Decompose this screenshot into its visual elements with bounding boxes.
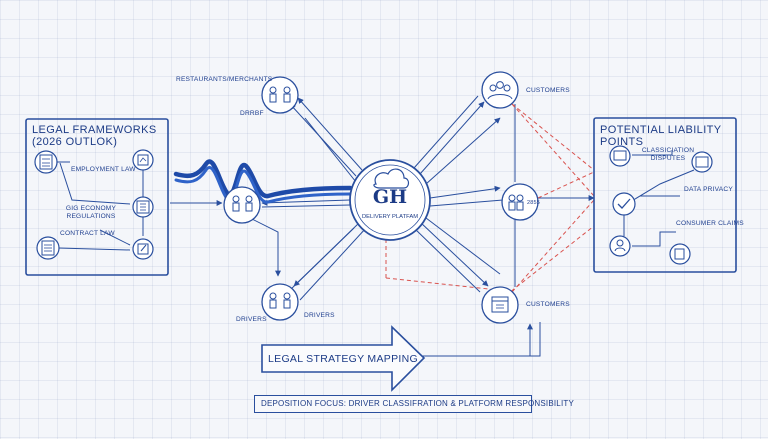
card-icon [691, 151, 713, 173]
claim-icon [669, 243, 691, 265]
legal-frameworks-panel [25, 118, 169, 276]
middle-right-label: 2855 [527, 200, 541, 206]
drivers-left-label: DRIVERS [236, 316, 267, 323]
chat-icon [609, 145, 631, 167]
document-icon [36, 236, 60, 260]
data-privacy-label: DATA PRIVACY [684, 186, 733, 193]
focus-label: DEPOSITION FOCUS: DRIVER CLASSIFRATION &… [261, 399, 574, 408]
hub-logo: GH [372, 186, 408, 208]
building-icon [132, 196, 154, 218]
employment-law-label: EMPLOYMENT LAW [71, 166, 136, 173]
focus-box: DEPOSITION FOCUS: DRIVER CLASSIFRATION &… [254, 395, 574, 413]
calculator-icon [34, 150, 58, 174]
drivers-node [261, 283, 299, 321]
cloud-icon [373, 168, 410, 189]
hub-circle [349, 159, 431, 241]
right-panel-connectors [623, 150, 695, 247]
restaurants-node [261, 76, 299, 114]
chart-icon [132, 149, 154, 171]
person-icon [609, 235, 631, 257]
hub-subtitle: DELIVERY PLATFAM [361, 214, 419, 220]
classification-label: CLASSICIATION DISPUTES [641, 147, 695, 162]
consumer-claims-label: CONSUMER CLAIMS [676, 220, 744, 227]
left-person-node [223, 186, 261, 224]
strategy-arrow [261, 325, 426, 392]
customers-bottom-label: CUSTOMERS [526, 301, 570, 308]
left-panel-connectors [56, 161, 144, 251]
connectors [170, 95, 595, 357]
legal-frameworks-title: LEGAL FRAMEWORKS (2026 OUTLOK) [32, 124, 157, 148]
restaurants-sublabel: DRRBF [240, 110, 264, 117]
check-icon [612, 192, 636, 216]
wave-signal [173, 159, 353, 204]
customers-top-label: CUSTOMERS [526, 87, 570, 94]
liability-panel [593, 117, 737, 273]
customers-top-node [481, 71, 519, 109]
edit-document-icon [132, 238, 154, 260]
middle-right-node [501, 183, 539, 221]
restaurants-label: RESTAURANTS/MERCHANTS [176, 76, 273, 83]
contract-law-label: CONTRACT LAW [60, 230, 115, 237]
liability-title: POTENTIAL LIABILITY POINTS [600, 124, 722, 148]
gig-economy-label: GIG ECONOMY REGULATIONS [65, 205, 117, 220]
strategy-label: LEGAL STRATEGY MAPPING [268, 353, 418, 365]
drivers-right-label: DRIVERS [304, 312, 335, 319]
customers-bottom-node [481, 286, 519, 324]
